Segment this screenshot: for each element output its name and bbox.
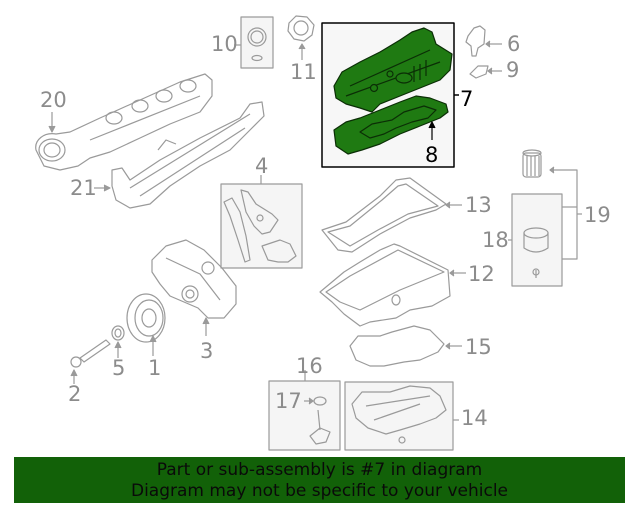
pulley-part-1[interactable] (126, 293, 166, 356)
manifold-part-21[interactable] (111, 101, 265, 209)
callout-17[interactable]: 17 (275, 389, 302, 413)
oil-pan-gasket-part-13[interactable] (321, 177, 462, 253)
callout-3[interactable]: 3 (200, 339, 214, 363)
arrowhead-part-20 (48, 125, 56, 133)
info-banner: Part or sub-assembly is #7 in diagram Di… (14, 457, 625, 503)
timing-cover-plates-part-4[interactable] (220, 175, 303, 269)
callout-15[interactable]: 15 (465, 335, 492, 359)
callout-10[interactable]: 10 (211, 32, 238, 56)
callout-19[interactable]: 19 (584, 203, 611, 227)
lower-pan-gasket-part-15[interactable] (349, 325, 462, 367)
callout-7[interactable]: 7 (460, 87, 474, 111)
callout-8[interactable]: 8 (425, 143, 439, 167)
upper-oil-pan-part-12[interactable] (319, 243, 466, 327)
callout-18[interactable]: 18 (482, 228, 509, 252)
callout-16[interactable]: 16 (296, 354, 323, 378)
lower-oil-pan-part-14[interactable] (344, 381, 459, 451)
callout-20[interactable]: 20 (40, 88, 67, 112)
oil-filter-part-19[interactable] (522, 149, 582, 260)
callout-12[interactable]: 12 (468, 262, 495, 286)
callout-6[interactable]: 6 (507, 32, 521, 56)
seal-part-9[interactable] (469, 65, 502, 79)
sensor-part-6[interactable] (465, 25, 502, 57)
part-10-box[interactable] (234, 16, 274, 69)
bolt-part-2[interactable] (70, 339, 111, 384)
oil-filter-housing-part-18[interactable] (508, 193, 563, 287)
callout-13[interactable]: 13 (465, 193, 492, 217)
callout-9[interactable]: 9 (506, 58, 520, 82)
callout-21[interactable]: 21 (70, 176, 97, 200)
dipstick-assembly-part-16[interactable] (268, 370, 341, 451)
front-cover-part-3[interactable] (151, 239, 237, 336)
callout-1[interactable]: 1 (148, 356, 162, 380)
valve-cover-assembly-part-7[interactable] (321, 22, 459, 168)
parts-diagram: 20 21 10 11 7 8 6 9 4 13 19 18 12 3 1 5 … (35, 15, 611, 451)
callout-4[interactable]: 4 (255, 154, 269, 178)
part-11-seal[interactable] (287, 15, 315, 60)
banner-line-part-number: Part or sub-assembly is #7 in diagram (156, 460, 483, 480)
arrowhead-part-21 (103, 184, 111, 192)
exhaust-manifold-part-20[interactable] (35, 73, 213, 171)
callout-5[interactable]: 5 (112, 356, 126, 380)
callout-2[interactable]: 2 (68, 382, 82, 406)
callout-14[interactable]: 14 (461, 406, 488, 430)
callout-11[interactable]: 11 (290, 60, 317, 84)
banner-line-disclaimer: Diagram may not be specific to your vehi… (130, 481, 508, 501)
washer-part-5[interactable] (111, 325, 125, 358)
